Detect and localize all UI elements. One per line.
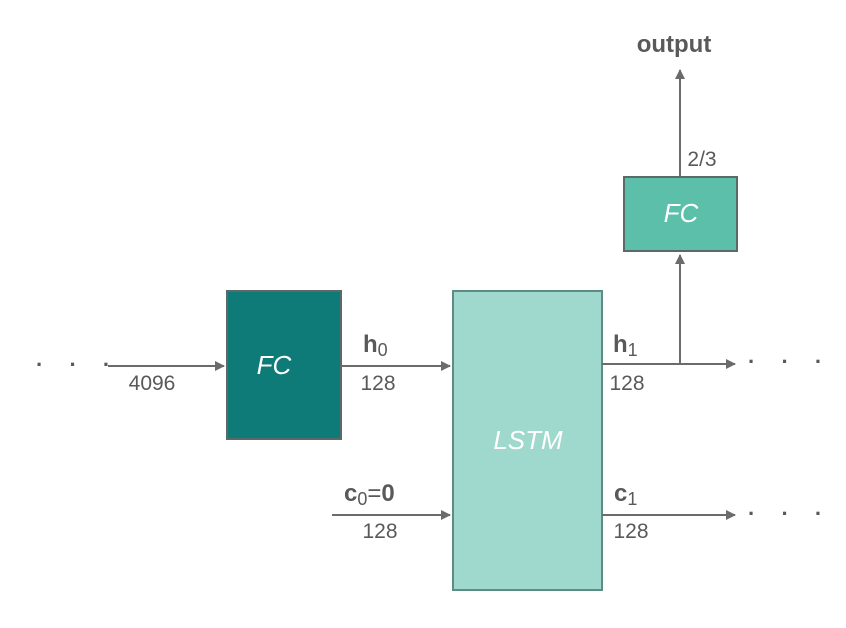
- h0-label: h0: [363, 331, 388, 360]
- h1-dim-label: 128: [609, 372, 644, 395]
- left-ellipsis: · · ·: [36, 352, 120, 377]
- fc-output-label: FC: [664, 198, 699, 228]
- c1-dim-label: 128: [613, 520, 648, 543]
- input-dim-label: 4096: [129, 372, 176, 395]
- h1-label: h1: [613, 331, 638, 360]
- c1-label: c1: [614, 480, 637, 509]
- c0-label: c0=0: [344, 480, 395, 509]
- lstm-block: [452, 290, 603, 591]
- fc-out-dim-label: 2/3: [687, 148, 716, 171]
- fc-input-label: FC: [257, 350, 292, 380]
- output-label: output: [637, 31, 712, 58]
- h0-dim-label: 128: [360, 372, 395, 395]
- lstm-label: LSTM: [493, 425, 563, 455]
- c0-dim-label: 128: [362, 520, 397, 543]
- h1-ellipsis: · · ·: [748, 349, 832, 374]
- c1-ellipsis: · · ·: [748, 501, 832, 526]
